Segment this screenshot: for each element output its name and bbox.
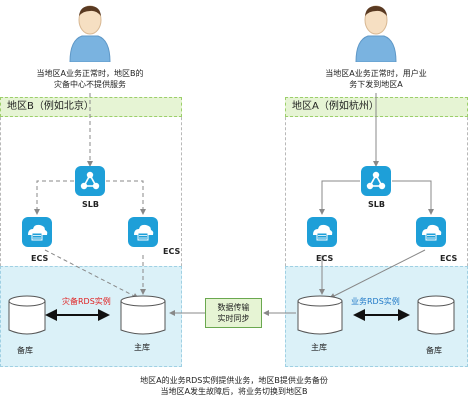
backup-b-label: 备库 [17, 346, 33, 355]
rds-b-label: 灾备RDS实例 [62, 297, 111, 306]
region-b-title: 地区B（例如北京） [7, 101, 94, 112]
primary-b-label: 主库 [134, 343, 150, 352]
user-b-caption: 当地区A业务正常时，地区B的 灾备中心不提供服务 [36, 69, 144, 89]
slb-a-to-ecs-left [319, 180, 360, 215]
slb-a-label: SLB [368, 200, 385, 209]
sync-line-1: 数据传输 [217, 303, 250, 312]
rds-a-label: 业务RDS实例 [351, 297, 400, 306]
database-icon [120, 295, 166, 335]
ecs-icon [22, 217, 52, 247]
region-b-header: 地区B（例如北京） [0, 97, 182, 117]
database-icon [297, 295, 343, 335]
slb-b-to-ecs-right [106, 180, 146, 215]
slb-b-to-ecs-left [34, 180, 74, 215]
region-a-title: 地区A（例如杭州） [292, 101, 379, 112]
bottom-caption: 地区A的业务RDS实例提供业务，地区B提供业务备份 当地区A发生故障后，将业务切… [140, 376, 328, 396]
slb-b-label: SLB [82, 200, 99, 209]
slb-icon [75, 166, 105, 196]
ecs-b-right-label: ECS [163, 247, 181, 256]
primary-a-label: 主库 [311, 343, 327, 352]
sync-box: 数据传输 实时同步 [205, 298, 262, 328]
slb-icon [361, 166, 391, 196]
backup-a-label: 备库 [426, 346, 442, 355]
ecs-a-right-label: ECS [440, 254, 458, 263]
ecs-icon [307, 217, 337, 247]
user-icon [69, 5, 111, 62]
database-icon [417, 295, 455, 335]
sync-line-2: 实时同步 [217, 314, 250, 323]
ecs-icon [416, 217, 446, 247]
ecs-a-left-label: ECS [316, 254, 334, 263]
ecs-b-left-label: ECS [31, 254, 49, 263]
ecs-a-right-to-db [329, 249, 426, 299]
ecs-b-left-to-db [44, 249, 139, 299]
database-icon [8, 295, 46, 335]
user-icon [355, 5, 397, 62]
user-a-caption: 当地区A业务正常时，用户业 务下发到地区A [325, 69, 427, 89]
slb-a-to-ecs-right [392, 180, 434, 215]
ecs-icon [128, 217, 158, 247]
